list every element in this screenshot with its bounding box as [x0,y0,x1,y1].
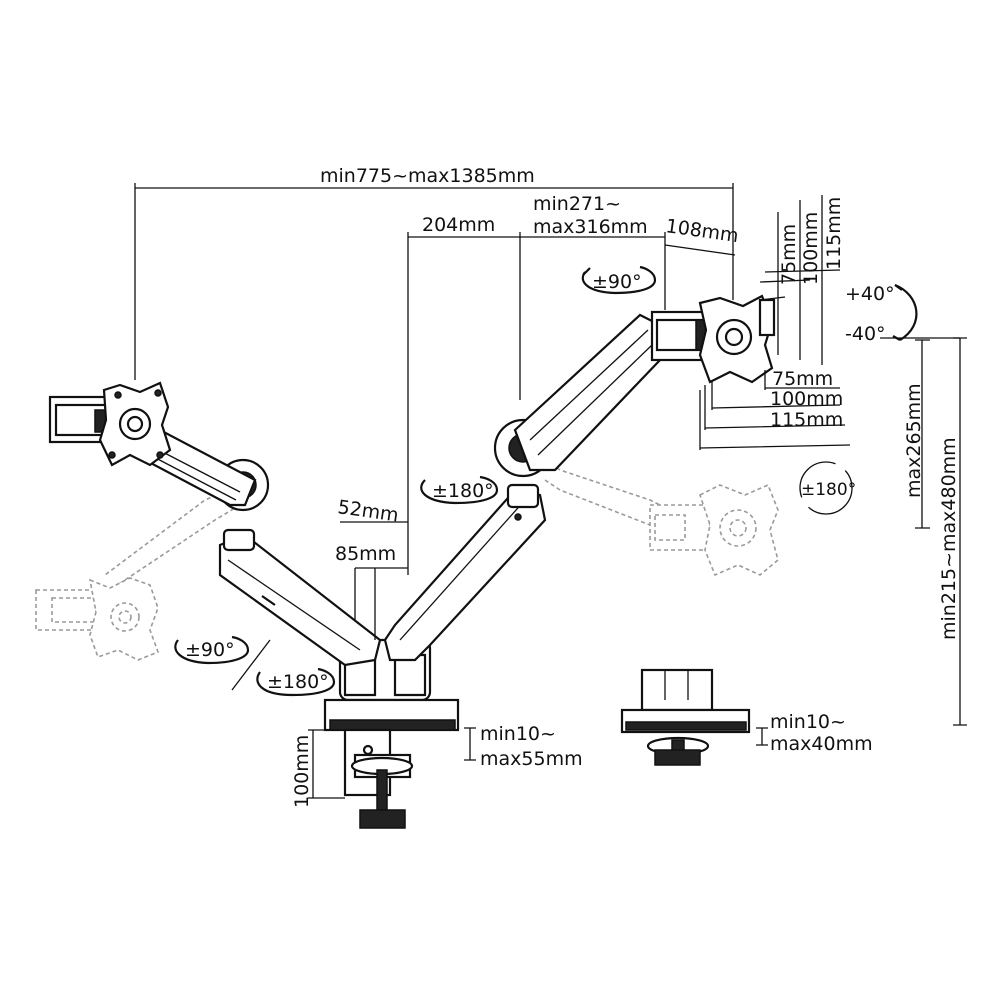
height-range-label: min215~max480mm [938,437,960,640]
plate-offset-line [664,244,736,256]
vesa-vertical-dims: 75mm 100mm 115mm [759,195,845,365]
ghost-left-arm [35,489,241,661]
clamp-range-label-1: min10~ [480,723,556,745]
grommet-range-dim: min10~ max40mm [756,711,873,755]
arm-reach-label-2: max316mm [533,216,648,238]
height-dims: max265mm min215~max480mm [880,337,967,726]
vesa-horizontal-dims: 75mm 100mm 115mm [699,368,851,450]
overall-width-label: min775~max1385mm [320,165,535,187]
ghost-right-arm [544,459,779,577]
rotate-90-left-badge: ±90° [174,635,271,691]
rotate-180-right-badge: ±180° [799,461,856,515]
overall-width-line [134,183,734,380]
rotate-180-left-label: ±180° [267,671,329,693]
tilt-up-label: +40° [845,283,895,305]
rotate-180-mid-badge: ±180° [420,475,499,505]
center-offset-label: 204mm [422,214,495,236]
center-offset-line [407,232,521,575]
rotate-90-left-label: ±90° [185,639,235,661]
rotate-180-right-label: ±180° [801,480,856,500]
rotate-180-mid-label: ±180° [432,480,494,502]
grommet-range-label-2: max40mm [770,733,873,755]
left-vesa-plate [48,381,172,467]
arm-reach-label-1: min271~ [533,193,621,215]
clamp-height-label: 100mm [291,735,313,808]
vesa-h-100-label: 100mm [770,388,843,410]
pole-85-label: 85mm [335,543,396,565]
right-upper-arm [493,313,662,478]
vesa-h-115-label: 115mm [770,409,843,431]
clamp-height-dim: 100mm [291,729,345,808]
left-lower-arm [218,528,382,667]
vesa-v-75-label: 75mm [778,224,800,285]
pole-dims: 52mm 85mm [335,496,408,640]
max-height-label: max265mm [903,383,925,498]
left-desk-clamp [343,728,414,829]
vesa-v-115-label: 115mm [823,197,845,270]
clamp-range-label-2: max55mm [480,748,583,770]
tilt-down-label: -40° [845,323,886,345]
right-vesa-plate [650,294,776,384]
grommet-range-label-1: min10~ [770,711,846,733]
vesa-v-100-label: 100mm [800,212,822,285]
right-grommet-mount [620,668,751,766]
right-lower-arm [383,483,547,662]
clamp-range-dim: min10~ max55mm [464,723,583,770]
plate-offset-label: 108mm [664,215,740,247]
tilt-indicator: +40° -40° [845,283,918,345]
rotate-180-left-badge: ±180° [256,667,336,697]
rotate-90-top-label: ±90° [592,271,642,293]
vesa-h-75-label: 75mm [772,368,833,390]
rotate-90-top-badge: ±90° [581,265,657,295]
